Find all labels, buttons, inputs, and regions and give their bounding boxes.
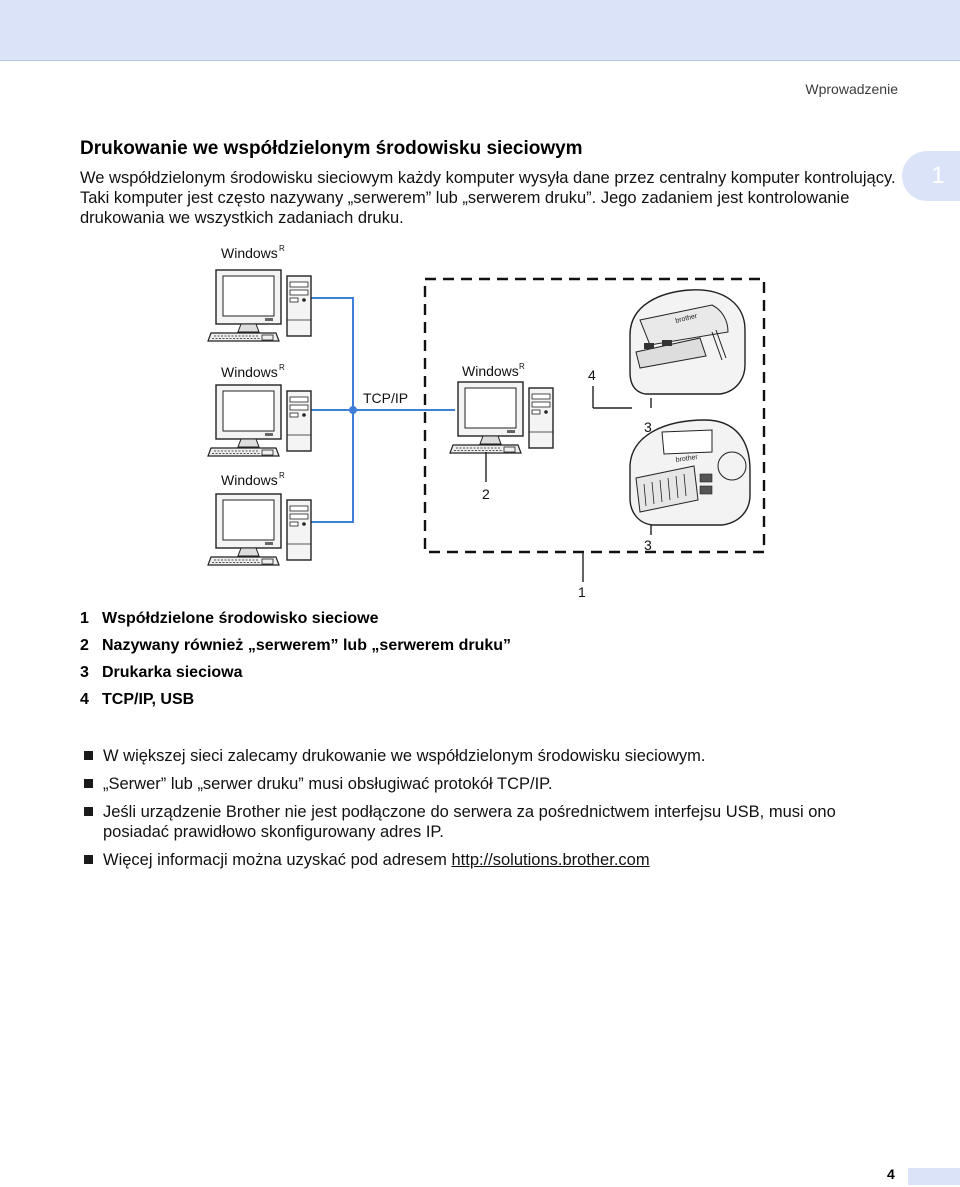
- page-tab: [908, 1168, 960, 1185]
- bullet-square-icon: [84, 779, 93, 788]
- network-lines: [308, 297, 455, 523]
- windows-label-1: Windows: [221, 245, 278, 261]
- network-diagram: Windows R Windows R Windows R Windows R …: [200, 236, 780, 606]
- client-computer-3: [207, 493, 312, 566]
- chapter-tab: 1: [902, 151, 960, 201]
- page-heading: Drukowanie we współdzielonym środowisku …: [80, 138, 583, 159]
- bullet-square-icon: [84, 807, 93, 816]
- tcpip-label: TCP/IP: [363, 390, 408, 406]
- callout-1: 1: [578, 584, 586, 600]
- windows-label-server: Windows: [462, 363, 519, 379]
- note-item: Jeśli urządzenie Brother nie jest podłąc…: [84, 802, 884, 842]
- network-printer-1: brother: [629, 289, 746, 395]
- note-item: „Serwer” lub „serwer druku” musi obsługi…: [84, 774, 884, 794]
- network-printer-2: brother: [629, 419, 751, 526]
- network-boundary: [423, 277, 766, 554]
- note-item: Więcej informacji można uzyskać pod adre…: [84, 850, 884, 870]
- registered-mark-server: R: [519, 362, 525, 371]
- windows-label-3: Windows: [221, 472, 278, 488]
- callout-2: 2: [482, 486, 490, 502]
- bullet-square-icon: [84, 751, 93, 760]
- network-hub: [349, 406, 357, 414]
- intro-paragraph: We współdzielonym środowisku sieciowym k…: [80, 169, 896, 227]
- callout-lines: [485, 386, 652, 582]
- bullet-square-icon: [84, 855, 93, 864]
- windows-label-2: Windows: [221, 364, 278, 380]
- callout-3-bottom: 3: [644, 537, 652, 553]
- page-number: 4: [887, 1166, 895, 1182]
- note-item: W większej sieci zalecamy drukowanie we …: [84, 746, 884, 766]
- notes-list: W większej sieci zalecamy drukowanie we …: [84, 746, 884, 878]
- client-computer-2: [207, 384, 312, 457]
- section-title: Wprowadzenie: [805, 81, 898, 97]
- registered-mark-3: R: [279, 471, 285, 480]
- printer-2-brand: brother: [675, 454, 699, 464]
- network-diagram-svg: Windows R Windows R Windows R Windows R …: [207, 244, 766, 600]
- solutions-link[interactable]: http://solutions.brother.com: [451, 851, 650, 869]
- callout-3-top: 3: [644, 419, 652, 435]
- server-computer: [449, 381, 554, 454]
- client-computer-1: [207, 269, 312, 342]
- registered-mark-1: R: [279, 244, 285, 253]
- callout-4: 4: [588, 367, 596, 383]
- registered-mark-2: R: [279, 363, 285, 372]
- header-band: [0, 0, 960, 61]
